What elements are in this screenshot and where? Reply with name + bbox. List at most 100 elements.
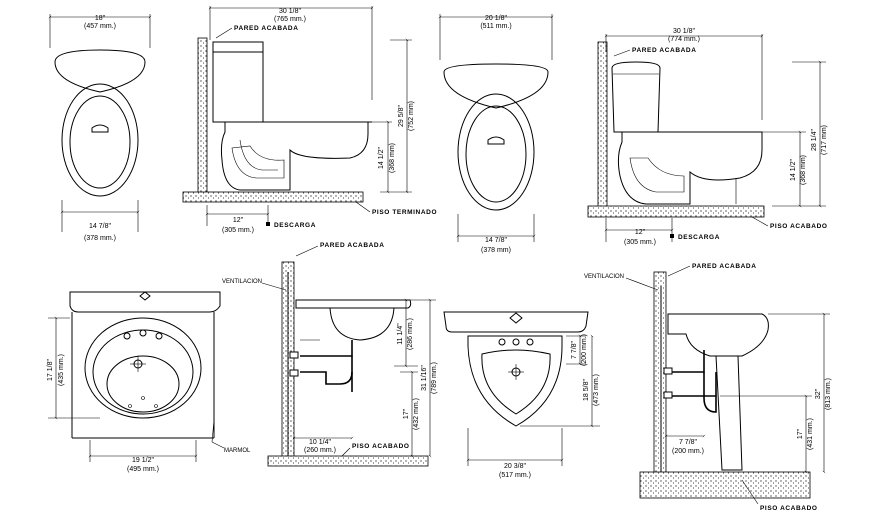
toilet4-bowl <box>617 131 763 205</box>
toilet3-bowl <box>465 105 527 203</box>
lavatory-1-top-view: 17 1/8" (435 mm.) MARMOL 19 1/2" (495 mm… <box>47 291 251 473</box>
dim-toilet3-bottom-mm: (378 mm) <box>481 247 511 254</box>
toilet1-seat <box>61 83 139 197</box>
dim-lav3-width-mm: (517 mm.) <box>499 472 531 479</box>
dim-lav3-width: 20 3/8" <box>504 463 526 470</box>
toilet1-bowl <box>69 95 131 189</box>
toilet2-wall <box>197 37 208 199</box>
dim-toilet3-bottom: 14 7/8" <box>485 237 507 244</box>
dim-toilet1-bottom-mm: (378 mm.) <box>84 235 116 242</box>
dim-lav4-drain-mm: (200 mm.) <box>672 448 704 455</box>
dim-toilet2-seat-mm: (368 mm) <box>389 143 396 173</box>
dim-toilet4-seat-mm: (368 mm) <box>800 155 807 185</box>
dim-toilet2-height: 29 5/8" <box>398 105 405 127</box>
lav4-pedestal <box>715 355 743 471</box>
dim-toilet4-rough-mm: (305 mm.) <box>624 239 656 246</box>
lav2-basin <box>329 307 395 341</box>
label-floor-finish-2: PISO ACABADO <box>770 223 828 230</box>
toilet4-floor <box>587 205 765 218</box>
lav2-floor <box>267 455 429 467</box>
dim-toilet4-depth: 30 1/8" <box>673 28 695 35</box>
lav1-basin <box>106 355 180 413</box>
lav4-p-trap <box>668 372 717 413</box>
dim-toilet2-rough: 12" <box>233 217 244 224</box>
dim-lav1-width-mm: (495 mm.) <box>127 466 159 473</box>
label-vent-1: VENTILACION <box>222 279 262 285</box>
toilet3-tank <box>443 63 549 109</box>
dim-toilet4-height: 28 1/4" <box>811 129 818 151</box>
toilet4-trapway <box>629 157 685 193</box>
label-floor-finish-3: PISO ACABADO <box>352 443 410 450</box>
dim-lav4-rough: 17" <box>797 428 804 439</box>
lav3-basin-inner <box>481 349 551 415</box>
dim-toilet3-width-mm: (511 mm.) <box>480 23 511 30</box>
toilet2-tank <box>212 41 264 123</box>
toilet3-seat <box>457 93 535 211</box>
dim-lav2-drain: 10 1/4" <box>309 439 331 446</box>
dim-lav2-basin-mm: (286 mm.) <box>407 318 414 350</box>
dim-toilet4-seat: 14 1/2" <box>790 159 797 181</box>
toilet-1-top-view: 18" (457 mm.) 14 7/8" (378 mm.) <box>48 14 152 242</box>
toilet4-tank <box>611 61 661 133</box>
label-wall-finish-4: PARED ACABADA <box>692 263 757 270</box>
dim-lav2-basin: 11 1/4" <box>397 323 404 345</box>
lavatory-3-front-view: 7 7/8" (200 mm.) 18 5/8" (473 mm.) 20 3/… <box>443 311 600 479</box>
dim-lav3-depth: 18 5/8" <box>583 379 590 401</box>
toilet1-tank <box>54 49 146 93</box>
label-wall-finish-1: PARED ACABADA <box>234 25 299 32</box>
dim-toilet1-width: 18" <box>95 15 106 22</box>
label-drain-2: DESCARGA <box>678 234 720 241</box>
dim-toilet2-rough-mm: (305 mm.) <box>222 227 254 234</box>
dim-lav2-rough-mm: (432 mm.) <box>413 398 420 430</box>
dim-lav4-total: 32" <box>815 388 822 399</box>
label-wall-finish-2: PARED ACABADA <box>632 47 697 54</box>
dim-toilet4-depth-mm: (774 mm.) <box>668 36 700 43</box>
lav3-wall-slab <box>443 311 589 333</box>
lav4-basin <box>667 313 769 357</box>
lav3-basin-outer <box>467 335 563 427</box>
dim-lav1-depth-mm: (435 mm.) <box>58 354 65 386</box>
toilet1-drain-icon <box>91 124 109 133</box>
dim-lav2-drain-mm: (260 mm.) <box>304 447 336 454</box>
toilet2-floor <box>182 191 364 203</box>
label-floor-finished: PISO TERMINADO <box>372 209 437 216</box>
lav3-faucet-icon <box>509 312 523 324</box>
toilet-4-side-view: 30 1/8" (774 mm.) PARED ACABADA 28 1/4" … <box>587 28 828 246</box>
dim-toilet2-seat: 14 1/2" <box>378 147 385 169</box>
label-wall-finish-3: PARED ACABADA <box>320 242 385 249</box>
toilet2-trapway <box>231 145 285 179</box>
dim-toilet2-depth-mm: (765 mm.) <box>274 16 306 23</box>
toilet-3-top-view: 20 1/8" (511 mm.) 14 7/8" (378 mm) <box>438 14 554 254</box>
dim-toilet2-height-mm: (752 mm) <box>408 101 415 131</box>
dim-lav3-depth-mm: (473 mm.) <box>593 374 600 406</box>
dim-lav1-width: 19 1/2" <box>132 457 154 464</box>
label-vent-2: VENTILACION <box>584 274 624 280</box>
dim-toilet3-width: 20 1/8" <box>485 15 507 22</box>
dim-toilet1-width-mm: (457 mm.) <box>84 23 116 30</box>
lav4-floor <box>639 471 811 499</box>
lav1-faucet-icon <box>139 291 151 301</box>
toilet2-bowl <box>220 121 369 191</box>
dim-lav3-top: 7 7/8" <box>571 340 578 359</box>
label-marble: MARMOL <box>224 448 251 454</box>
dim-lav2-total: 31 1/16" <box>421 365 428 391</box>
label-drain-1: DESCARGA <box>274 222 316 229</box>
lav2-p-trap <box>300 356 353 385</box>
dim-lav4-total-mm: (813 mm.) <box>825 378 832 410</box>
dim-lav2-total-mm: (789 mm.) <box>431 362 438 394</box>
dim-toilet4-height-mm: (717 mm) <box>821 125 828 155</box>
toilet4-wall <box>597 41 608 211</box>
toilet3-drain-icon <box>487 136 505 145</box>
dim-toilet4-rough: 12" <box>635 229 646 236</box>
dim-lav4-rough-mm: (431 mm.) <box>807 418 814 450</box>
toilet-2-side-view: 30 1/8" (765 mm.) PARED ACABADA 29 5/8" … <box>182 6 437 234</box>
lav2-countertop <box>295 299 412 309</box>
label-floor-finish-4: PISO ACABADO <box>760 505 818 512</box>
dim-lav3-top-mm: (200 mm.) <box>581 334 588 366</box>
dim-lav4-drain: 7 7/8" <box>679 439 698 446</box>
dim-lav2-rough: 17" <box>403 408 410 419</box>
lav1-rim <box>84 317 202 419</box>
dim-lav1-depth: 17 1/8" <box>47 359 54 381</box>
lavatory-2-side-view: VENTILACION PARED ACABADA 11 1/4" (286 m… <box>222 242 438 467</box>
